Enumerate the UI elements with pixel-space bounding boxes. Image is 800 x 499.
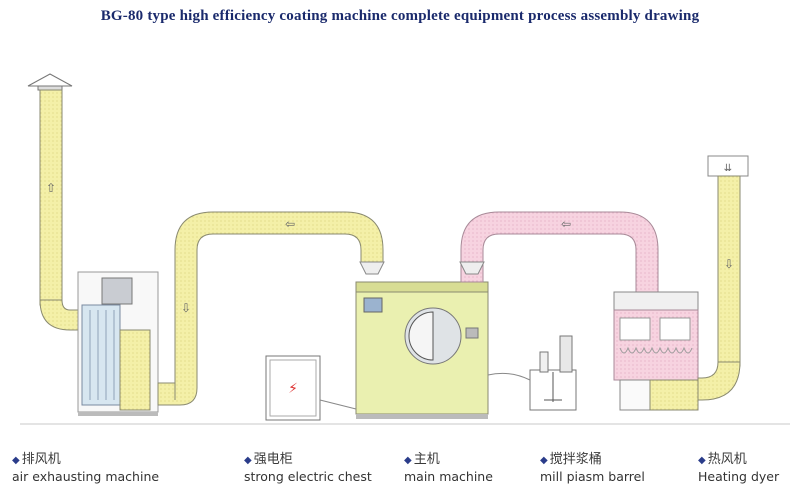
diagram-title: BG-80 type high efficiency coating machi…	[100, 8, 700, 24]
legend-en: Heating dyer	[698, 469, 780, 484]
diamond-bullet-icon: ◆	[12, 455, 20, 466]
legend-item-main-machine: ◆主机 main machine	[404, 452, 493, 485]
legend-item-heating-dyer: ◆热风机 Heating dyer	[698, 452, 779, 485]
diamond-bullet-icon: ◆	[404, 455, 412, 466]
mill-piasm-barrel	[487, 335, 577, 411]
legend-en: mill piasm barrel	[540, 469, 645, 484]
left-arrow-icon: ⇦	[285, 217, 295, 231]
exhaust-duct: ⇦ ⇩	[157, 211, 385, 406]
legend-cn: 主机	[413, 452, 440, 467]
legend-cn: 搅拌浆桶	[549, 452, 602, 467]
diamond-bullet-icon: ◆	[698, 455, 706, 466]
air-exhausting-machine	[77, 271, 159, 416]
legend-en: main machine	[404, 469, 493, 484]
legend-cn: 强电柜	[253, 452, 293, 467]
down-arrow-icon: ⇩	[181, 301, 191, 315]
legend-en: air exhausting machine	[12, 469, 160, 484]
lightning-icon: ⚡	[288, 381, 298, 397]
legend-item-mill-piasm-barrel: ◆搅拌浆桶 mill piasm barrel	[540, 452, 645, 485]
heating-dryer	[613, 291, 699, 411]
diamond-bullet-icon: ◆	[244, 455, 252, 466]
hot-air-duct: ⇦	[459, 211, 659, 293]
intake-stack: ⇊ ⇩	[697, 155, 749, 401]
legend-cn: 热风机	[707, 452, 747, 467]
legend-item-air-exhausting-machine: ◆排风机 air exhausting machine	[12, 452, 159, 485]
down-arrow-icon: ⇩	[724, 257, 734, 271]
main-coating-machine	[355, 281, 489, 419]
strong-electric-chest: ⚡	[265, 355, 321, 421]
diamond-bullet-icon: ◆	[540, 455, 548, 466]
left-arrow-icon: ⇦	[561, 217, 571, 231]
legend-item-strong-electric-chest: ◆强电柜 strong electric chest	[244, 452, 372, 485]
svg-text:⇊: ⇊	[724, 163, 732, 174]
legend-cn: 排风机	[21, 452, 61, 467]
exhaust-stack: ⇧	[27, 73, 91, 331]
legend-en: strong electric chest	[244, 469, 372, 484]
up-arrow-icon: ⇧	[46, 181, 56, 195]
